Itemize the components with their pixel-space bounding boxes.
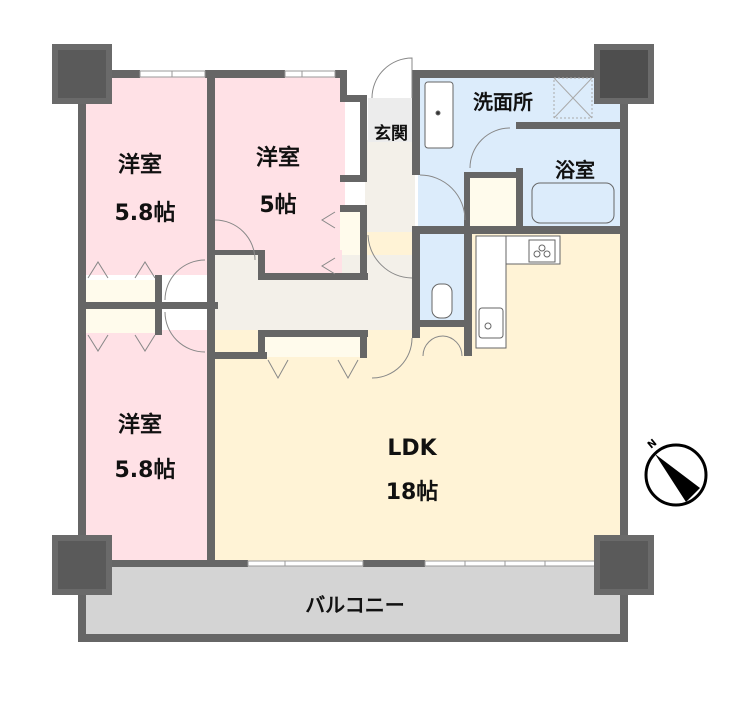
bathtub: [531, 182, 615, 224]
door-hall-to-ldk: [371, 337, 413, 379]
door-bathroom: [469, 127, 511, 169]
bedroom-top-center-size: 5帖: [259, 193, 297, 218]
washing-machine-space: [553, 77, 593, 119]
door-hall-vertical: [367, 234, 413, 279]
bedroom-top-left-size: 5.8帖: [114, 201, 176, 226]
fixtures: [424, 77, 615, 349]
window-ldk-right: [424, 560, 621, 567]
door-toilet-left: [422, 335, 444, 357]
bedroom-top-center-name: 洋室: [255, 146, 300, 171]
pillars: [52, 44, 654, 595]
balcony-name: バルコニー: [305, 593, 405, 617]
walls: [78, 70, 628, 642]
ldk-name: LDK: [387, 436, 437, 461]
door-swings: [87, 57, 511, 380]
bedroom-bottom-left-size: 5.8帖: [114, 458, 176, 483]
ldk-size: 18帖: [385, 480, 439, 505]
svg-text:N: N: [646, 437, 659, 451]
toilet: [431, 283, 453, 319]
closet-wash: [468, 175, 518, 227]
closet-left-upper: [85, 280, 157, 305]
window-bedroom-top-center: [284, 70, 336, 78]
north-arrow-icon: N: [644, 437, 708, 507]
door-bedroom-top-left: [164, 259, 206, 301]
balcony-floor: [80, 565, 628, 640]
door-entrance: [371, 57, 413, 99]
closet-hall: [265, 337, 363, 357]
door-toilet-right: [442, 335, 463, 357]
bedroom-bottom-left-floor: [85, 330, 210, 562]
bathroom-name: 浴室: [555, 158, 595, 182]
bedroom-center-overlay: [215, 75, 340, 255]
entrance-tile-floor: [368, 98, 412, 142]
entrance-name: 玄関: [374, 124, 408, 144]
bedroom-bottom-left-name: 洋室: [117, 413, 162, 438]
washroom-name: 洗面所: [473, 90, 533, 114]
door-bedroom-center: [214, 219, 256, 261]
kitchen-sink: [478, 307, 504, 339]
bedroom-top-left-floor: [85, 75, 210, 275]
bedroom-top-left-name: 洋室: [117, 153, 162, 178]
window-ldk-left: [247, 560, 364, 567]
door-bedroom-bottom-left: [164, 311, 206, 353]
door-wash: [419, 174, 466, 221]
closet-left-lower: [85, 308, 157, 333]
